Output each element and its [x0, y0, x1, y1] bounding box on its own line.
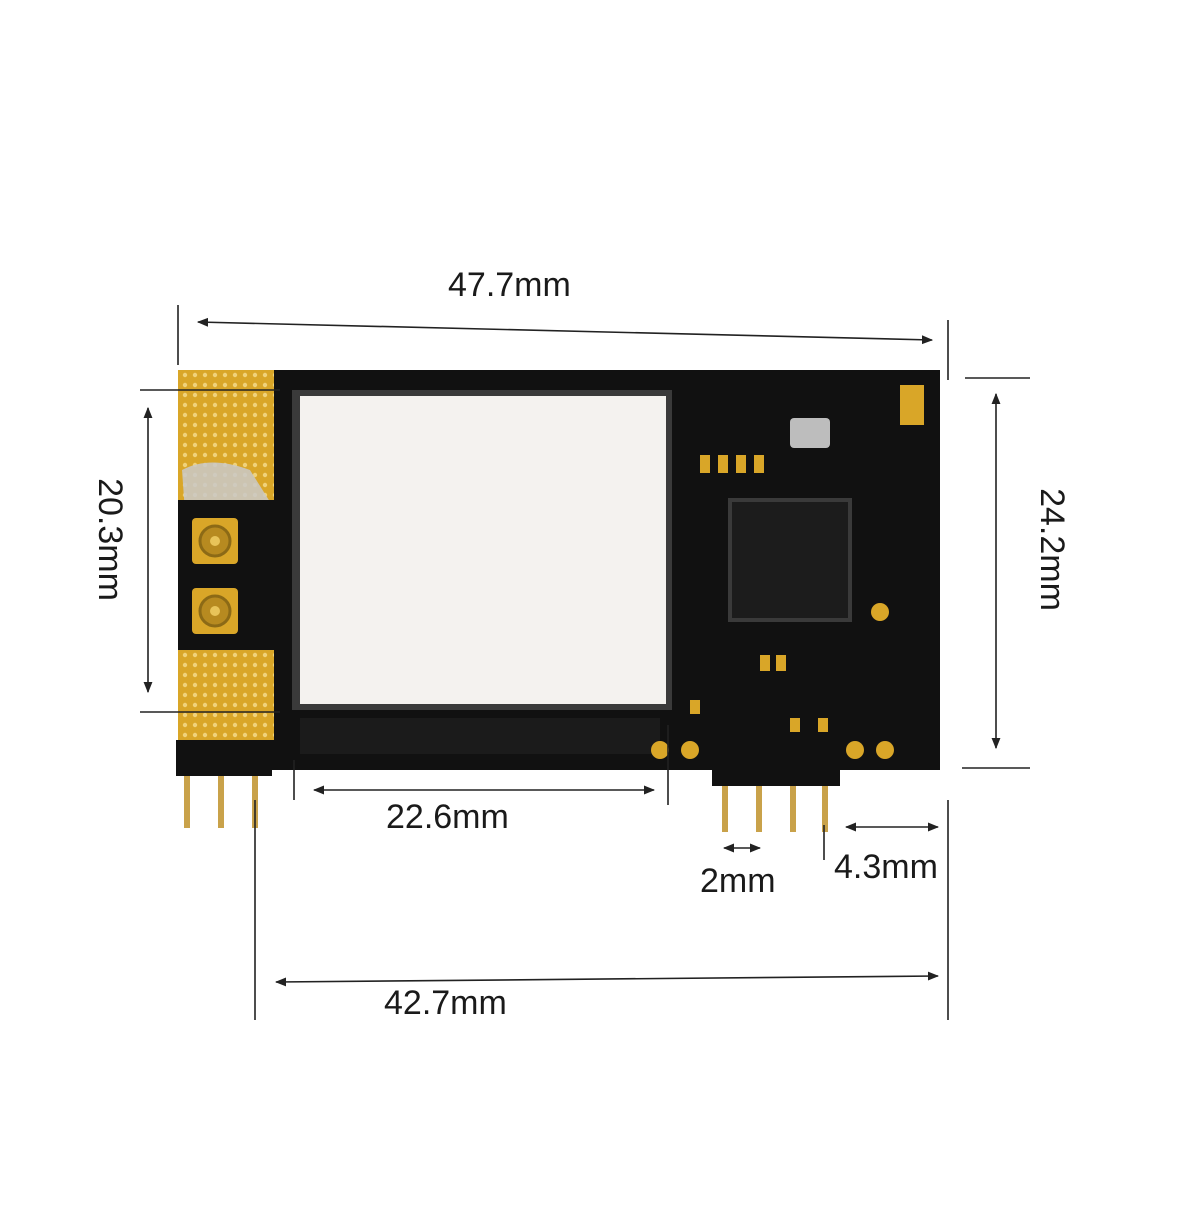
dim-line-overall-width: [196, 317, 934, 345]
pcb-board: [178, 370, 940, 770]
label-pin-edge-offset: 4.3mm: [834, 848, 938, 886]
led-component: [900, 385, 924, 425]
rf-shield: [300, 396, 666, 704]
solder-patch: [182, 462, 272, 512]
label-pin-pitch: 2mm: [700, 862, 776, 900]
crystal: [790, 418, 830, 448]
mcu-chip: [728, 498, 852, 622]
test-pad: [871, 603, 889, 621]
label-antenna-height: 20.3mm: [90, 478, 129, 601]
ipex-connector-2: [192, 588, 238, 634]
through-holes: [651, 741, 894, 759]
component-pads: [690, 455, 828, 732]
label-overall-height: 24.2mm: [1032, 488, 1071, 611]
label-pin-span: 42.7mm: [384, 984, 507, 1022]
right-pin-header: [712, 744, 840, 832]
label-shield-width: 22.6mm: [386, 798, 509, 836]
ipex-connector-1: [192, 518, 238, 564]
left-pin-header: [176, 740, 272, 828]
dim-line-pin-span: [274, 971, 940, 987]
edge-vias: [300, 718, 660, 754]
label-overall-width: 47.7mm: [448, 266, 571, 304]
dimension-lines: [140, 305, 1030, 1020]
